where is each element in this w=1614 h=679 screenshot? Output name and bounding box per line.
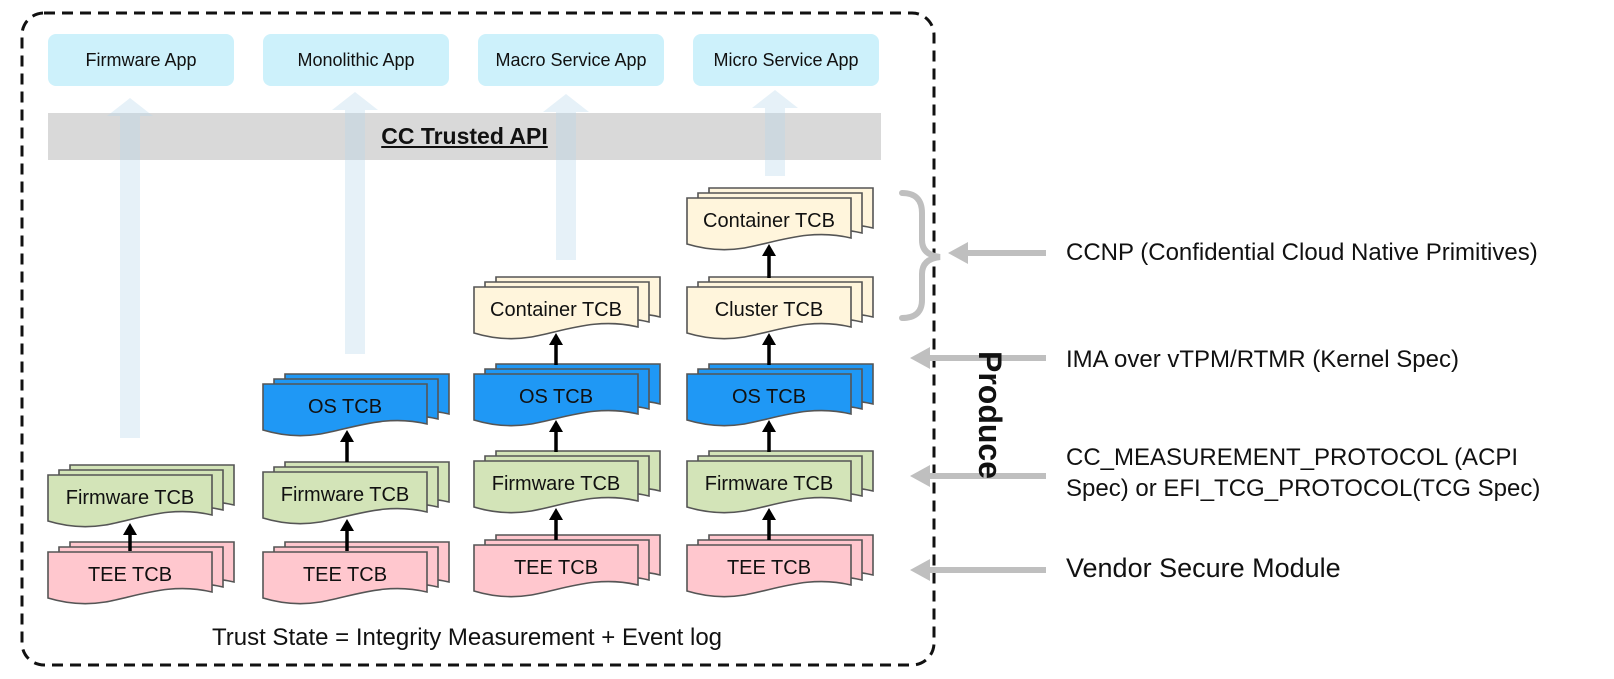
col4-os-tcb-layer-2 <box>686 373 852 427</box>
flow-arrow-monolithic <box>332 92 378 354</box>
flow-arrows-layer <box>48 90 881 438</box>
ccnp-label: CCNP (Confidential Cloud Native Primitiv… <box>1066 239 1538 266</box>
flow-arrow-micro <box>752 90 798 176</box>
trust-boundary <box>20 11 936 667</box>
col4-os-tcb <box>686 363 874 427</box>
ccnp-pointer-arrow <box>948 242 1046 264</box>
flow-arrow-firmware <box>107 98 153 438</box>
tcb-layer <box>47 187 874 605</box>
col2-tee-tcb <box>262 541 450 605</box>
measurement-protocol-label-line2: Spec) or EFI_TCG_PROTOCOL(TCG Spec) <box>1066 475 1541 502</box>
cc-trusted-api-label: CC Trusted API <box>381 123 548 149</box>
col4-arrow-os-cluster <box>762 333 776 365</box>
col1-firmware-tcb-layer-2 <box>47 474 213 528</box>
col4-container-tcb <box>686 187 874 251</box>
col4-cluster-tcb <box>686 276 874 340</box>
col3-arrow-firmware-os <box>549 420 563 452</box>
col3-container-tcb <box>473 276 661 340</box>
flow-arrow-macro <box>543 94 589 260</box>
ccnp-brace <box>899 190 941 321</box>
col4-cluster-tcb-layer-2 <box>686 286 852 340</box>
col2-os-tcb-layer-2 <box>262 383 428 437</box>
vendor-secure-module-label: Vendor Secure Module <box>1066 553 1341 583</box>
col2-arrow-firmware-os <box>340 430 354 462</box>
col3-container-tcb-layer-2 <box>473 286 639 340</box>
col3-tee-tcb-layer-2 <box>473 544 639 598</box>
col4-tee-tcb <box>686 534 874 598</box>
app-monolithic: Monolithic App <box>263 34 449 86</box>
pointer-arrows-layer <box>910 242 1046 581</box>
col2-tee-tcb-layer-2 <box>262 551 428 605</box>
col4-arrow-firmware-os <box>762 420 776 452</box>
col4-firmware-tcb-label: Firmware TCB <box>704 472 834 495</box>
produce-label: Produce <box>972 350 1008 480</box>
col3-firmware-tcb-label: Firmware TCB <box>491 472 621 495</box>
col3-arrow-tee-firmware <box>549 508 563 540</box>
col4-arrow-tee-firmware <box>762 508 776 540</box>
col4-tee-tcb-layer-2 <box>686 544 852 598</box>
col4-firmware-tcb-layer-2 <box>686 460 852 514</box>
col4-os-tcb-label: OS TCB <box>731 385 807 408</box>
app-micro-service: Micro Service App <box>693 34 879 86</box>
col1-arrow-tee-firmware <box>123 523 137 551</box>
col3-os-tcb <box>473 363 661 427</box>
col1-firmware-tcb <box>47 464 235 528</box>
measurement-pointer-arrow <box>910 465 1046 487</box>
ima-label: IMA over vTPM/RTMR (Kernel Spec) <box>1066 346 1459 373</box>
col3-firmware-tcb <box>473 450 661 514</box>
col2-firmware-tcb <box>262 461 450 525</box>
col1-tee-tcb <box>47 541 235 605</box>
col3-arrow-os-container <box>549 333 563 365</box>
col3-tee-tcb-label: TEE TCB <box>513 556 599 579</box>
col1-tee-tcb-layer-2 <box>47 551 213 605</box>
ima-pointer-arrow <box>910 347 1046 369</box>
connector-layer <box>123 244 776 551</box>
col1-tee-tcb-label: TEE TCB <box>87 563 173 586</box>
col4-container-tcb-layer-2 <box>686 197 852 251</box>
col2-tee-tcb-label: TEE TCB <box>302 563 388 586</box>
col2-os-tcb-label: OS TCB <box>307 395 383 418</box>
col4-container-tcb-label: Container TCB <box>703 209 835 232</box>
col3-os-tcb-layer-2 <box>473 373 639 427</box>
measurement-protocol-label-line1: CC_MEASUREMENT_PROTOCOL (ACPI <box>1066 444 1519 471</box>
trust-state-label: Trust State = Integrity Measurement + Ev… <box>211 624 723 651</box>
col4-tee-tcb-label: TEE TCB <box>726 556 812 579</box>
col2-arrow-tee-firmware <box>340 519 354 551</box>
col2-firmware-tcb-layer-2 <box>262 471 428 525</box>
col3-container-tcb-label: Container TCB <box>490 298 622 321</box>
app-macro-service: Macro Service App <box>478 34 664 86</box>
vendor-pointer-arrow <box>910 559 1046 581</box>
col4-firmware-tcb <box>686 450 874 514</box>
col4-arrow-cluster-container <box>762 244 776 278</box>
col4-cluster-tcb-label: Cluster TCB <box>714 298 824 321</box>
col1-firmware-tcb-label: Firmware TCB <box>65 486 195 509</box>
col3-firmware-tcb-layer-2 <box>473 460 639 514</box>
col3-tee-tcb <box>473 534 661 598</box>
col2-firmware-tcb-label: Firmware TCB <box>280 483 410 506</box>
app-firmware: Firmware App <box>48 34 234 86</box>
col2-os-tcb <box>262 373 450 437</box>
cc-trusted-api-bar <box>48 113 881 160</box>
col3-os-tcb-label: OS TCB <box>518 385 594 408</box>
